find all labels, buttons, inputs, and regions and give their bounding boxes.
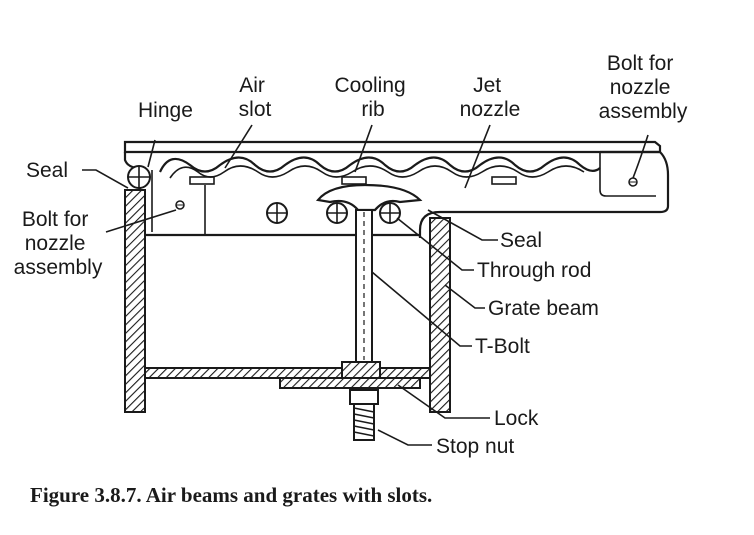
figure-caption: Figure 3.8.7. Air beams and grates with … (30, 483, 432, 507)
label-lock: Lock (494, 407, 539, 430)
grate-beam-walls (124, 189, 451, 413)
label-t-bolt: T-Bolt (475, 335, 530, 358)
label-air-slot: Air slot (239, 74, 272, 121)
label-bolt-nozzle-right: Bolt for nozzle assembly (599, 52, 688, 123)
label-hinge: Hinge (138, 99, 193, 122)
label-seal-left: Seal (26, 159, 68, 182)
label-bolt-nozzle-left: Bolt for nozzle assembly (14, 208, 103, 279)
t-bolt-head (315, 183, 423, 212)
label-cooling-rib: Cooling rib (334, 74, 411, 121)
bolt-circles (175, 177, 638, 224)
label-jet-nozzle: Jet nozzle (460, 74, 521, 121)
stop-nut (349, 389, 379, 441)
label-through-rod: Through rod (477, 259, 591, 282)
grate-plate (123, 140, 670, 238)
t-bolt-rod (355, 209, 373, 363)
label-grate-beam: Grate beam (488, 297, 599, 320)
leader-lines (82, 124, 649, 446)
bottom-plate (144, 361, 431, 389)
label-seal-right: Seal (500, 229, 542, 252)
hinge-pin (127, 165, 151, 189)
beam-head (151, 170, 517, 235)
label-stop-nut: Stop nut (436, 435, 514, 458)
